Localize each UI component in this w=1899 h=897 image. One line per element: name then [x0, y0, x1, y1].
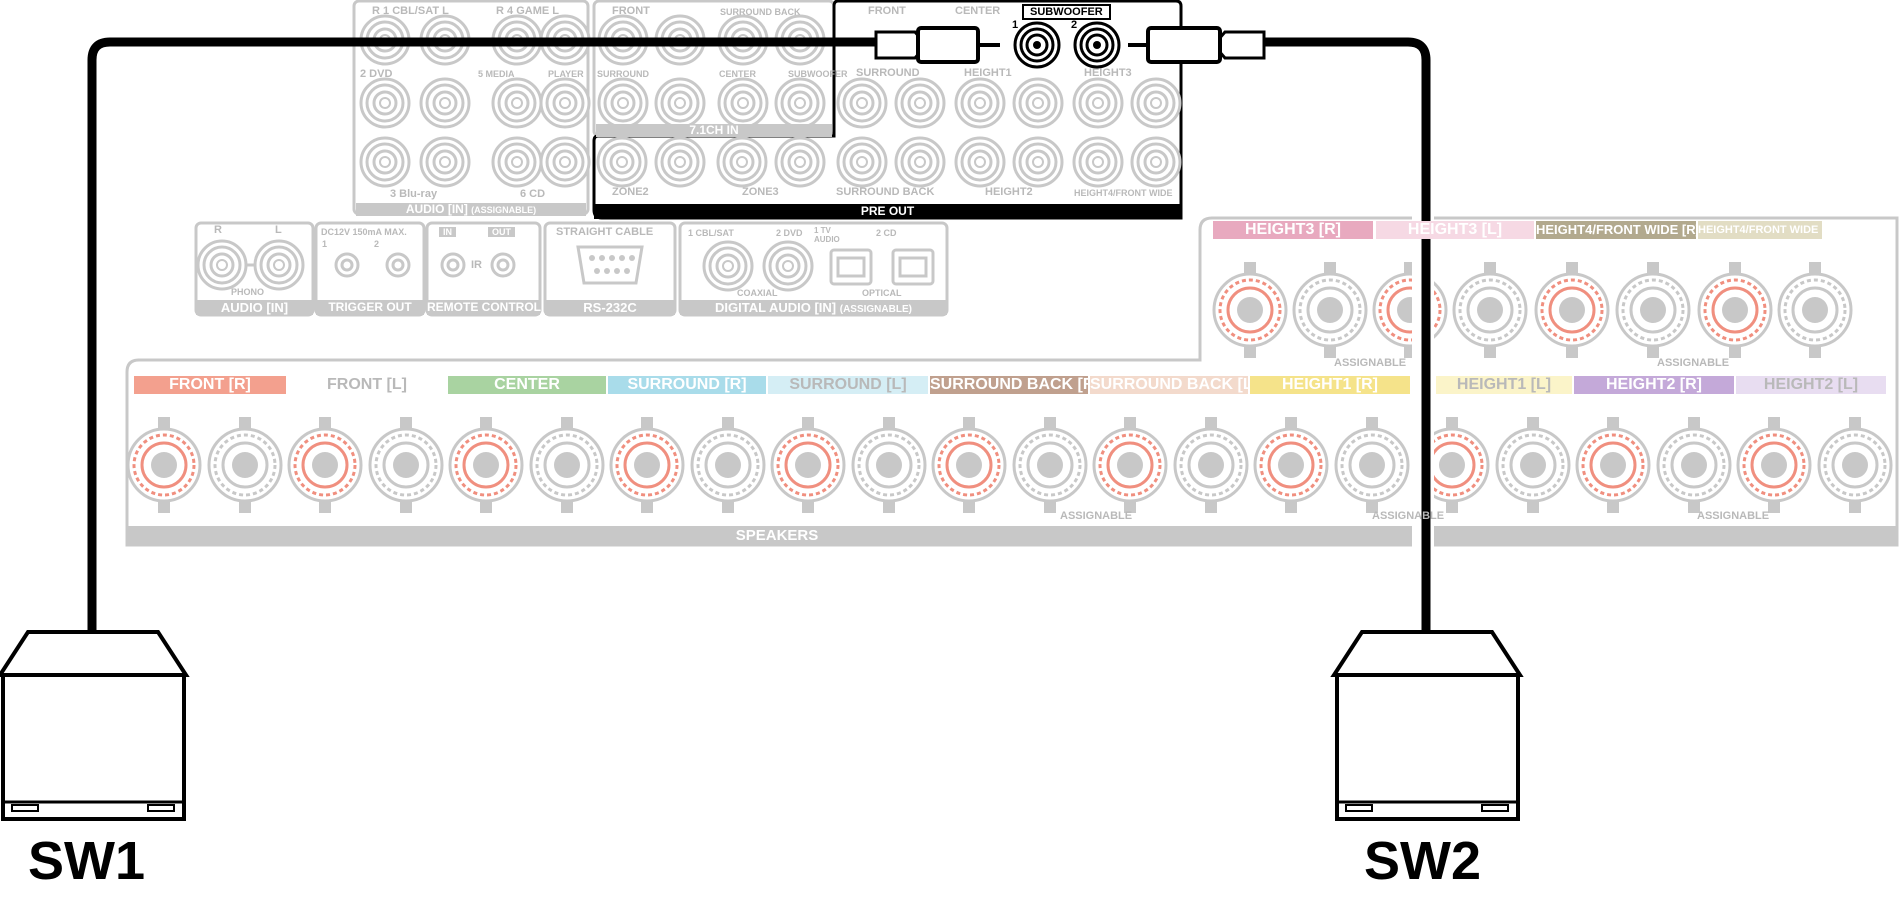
assignable-upper-1: ASSIGNABLE	[1334, 357, 1407, 369]
digital-coaxial: COAXIAL	[737, 288, 778, 298]
pre-out-row-label-3: HEIGHT3	[1084, 67, 1132, 79]
assignable-lower-3: ASSIGNABLE	[1697, 510, 1770, 522]
remote-in-label: IN	[439, 227, 456, 237]
digital-optical: OPTICAL	[862, 288, 902, 298]
cable-sw1	[87, 37, 885, 632]
audio-in-bottom-label-2: 6 CD	[520, 188, 546, 200]
channel-bar-height4-l: HEIGHT4/FRONT WIDE [L]	[1698, 221, 1822, 239]
cable-sw2	[1250, 37, 1431, 632]
channel-bar-surround-back-r: SURROUND BACK [R]	[930, 376, 1088, 394]
ch71-row-label-2: CENTER	[719, 69, 757, 79]
pre-out-footer-bar	[594, 204, 1181, 219]
assignable-lower-2: ASSIGNABLE	[1372, 510, 1445, 522]
subwoofer-sw2-label: SW2	[1364, 831, 1482, 891]
audio-in-row-label-3: PLAYER	[548, 69, 584, 79]
plug-sw1	[874, 26, 1000, 64]
trigger-jacks	[334, 252, 411, 278]
upper-speaker-terminals	[1212, 260, 1853, 360]
digital-label-4: 2 CD	[876, 228, 897, 238]
audio-in-top-label-2: R 4 GAME L	[496, 5, 559, 17]
remote-footer: REMOTE CONTROL	[427, 300, 541, 315]
pre-out-bottom-label-2: ZONE3	[742, 186, 779, 198]
rs232c-top-label: STRAIGHT CABLE	[556, 226, 654, 238]
pre-out-bottom-label-3: SURROUND BACK	[836, 186, 935, 198]
audio-in-footer: AUDIO [IN] (ASSIGNABLE)	[356, 203, 586, 216]
phono-footer: AUDIO [IN]	[196, 300, 313, 315]
plug-sw2	[1128, 26, 1266, 64]
ch71-top-label-1: FRONT	[612, 5, 650, 17]
trigger-num-1: 1	[322, 239, 328, 249]
rs232c-footer: RS-232C	[545, 300, 675, 315]
remote-ir-label: IR	[471, 259, 482, 271]
speakers-footer: SPEAKERS	[735, 527, 819, 544]
remote-jacks	[440, 252, 516, 278]
pre-out-bottom-label-4: HEIGHT2	[985, 186, 1033, 198]
channel-bar-surround-back-l: SURROUND BACK [L]	[1090, 376, 1248, 394]
subwoofer-number-2: 2	[1071, 19, 1078, 31]
channel-bar-front-l: FRONT [L]	[327, 376, 407, 393]
digital-label-3: 1 TV AUDIO	[814, 226, 840, 244]
pre-out-bottom-label-5: HEIGHT4/FRONT WIDE	[1074, 188, 1173, 198]
trigger-footer: TRIGGER OUT	[316, 300, 424, 315]
pre-out-footer: PRE OUT	[860, 204, 915, 218]
digital-footer: DIGITAL AUDIO [IN] (ASSIGNABLE)	[680, 300, 947, 315]
subwoofer-box-label: SUBWOOFER	[1022, 4, 1111, 20]
audio-in-top-label-1: R 1 CBL/SAT L	[372, 5, 449, 17]
trigger-num-2: 2	[374, 239, 380, 249]
trigger-spec: DC12V 150mA MAX.	[321, 227, 407, 237]
subwoofer-sw1-label: SW1	[28, 831, 146, 891]
pre-out-top-label-2: CENTER	[955, 5, 1001, 17]
subwoofer-sw1-body	[0, 630, 190, 821]
channel-bar-surround-l: SURROUND [L]	[768, 376, 928, 394]
ch71-footer: 7.1CH IN	[596, 124, 832, 137]
channel-bar-height2-r: HEIGHT2 [R]	[1574, 376, 1734, 394]
channel-bar-height3-l: HEIGHT3 [L]	[1376, 221, 1534, 239]
phono-label: PHONO	[231, 287, 265, 297]
pre-out-bottom-label-1: ZONE2	[612, 186, 649, 198]
audio-in-bottom-label-1: 3 Blu-ray	[390, 188, 438, 200]
channel-bar-height1-l: HEIGHT1 [L]	[1436, 376, 1572, 394]
phono-jacks	[196, 239, 305, 291]
lower-speaker-terminals	[126, 415, 1893, 515]
pre-out-top-label-1: FRONT	[868, 5, 906, 17]
channel-bar-height1-r: HEIGHT1 [R]	[1250, 376, 1410, 394]
channel-bar-center: CENTER	[448, 376, 606, 394]
channel-bar-front-r: FRONT [R]	[134, 376, 286, 394]
channel-bar-height2-l: HEIGHT2 [L]	[1736, 376, 1886, 394]
subwoofer-sw2-body	[1330, 630, 1524, 821]
digital-label-2: 2 DVD	[776, 228, 803, 238]
remote-out-label: OUT	[488, 227, 515, 237]
digital-label-1: 1 CBL/SAT	[688, 228, 734, 238]
subwoofer-number-1: 1	[1012, 19, 1019, 31]
ch71-top-label-2: SURROUND BACK	[720, 7, 801, 17]
audio-in-row-label-2: 5 MEDIA	[478, 69, 515, 79]
assignable-lower-1: ASSIGNABLE	[1060, 510, 1133, 522]
channel-bar-height4-r: HEIGHT4/FRONT WIDE [R]	[1536, 221, 1696, 239]
rs232c-port	[576, 245, 644, 285]
channel-bar-surround-r: SURROUND [R]	[608, 376, 766, 394]
ch71-row-label-3: SUBWOOFER	[788, 69, 848, 79]
phono-l-badge: L	[275, 224, 282, 236]
speakers-footer-bar	[127, 526, 1897, 545]
channel-bar-height3-r: HEIGHT3 [R]	[1213, 221, 1373, 239]
subwoofer-out-jacks	[1013, 21, 1121, 69]
phono-r-badge: R	[214, 224, 222, 236]
pre-out-row-label-1: SURROUND	[856, 67, 920, 79]
audio-in-row-label-1: 2 DVD	[360, 68, 393, 80]
ch71-row-label-1: SURROUND	[597, 69, 650, 79]
assignable-upper-2: ASSIGNABLE	[1657, 357, 1730, 369]
digital-jacks	[702, 240, 935, 292]
pre-out-row-label-2: HEIGHT1	[964, 67, 1012, 79]
